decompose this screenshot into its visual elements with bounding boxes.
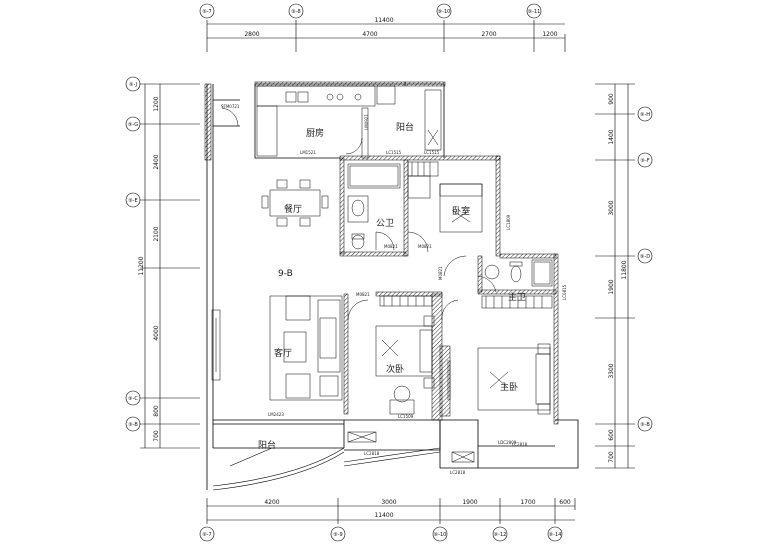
tag-ldc: LDC2809 [498, 440, 517, 445]
living-furniture [211, 295, 343, 401]
top-seg-3: 2700 [481, 31, 496, 38]
room-living: 客厅 [274, 347, 292, 359]
tag-m3: M0821 [438, 266, 443, 280]
top-axis-3: ⑨-10 [438, 9, 451, 15]
right-seg-2: 1400 [608, 129, 615, 144]
tag-lm1: LM1521 [300, 150, 316, 155]
top-axis-2: ⑨-8 [291, 9, 300, 15]
master-bath-fixtures [484, 259, 553, 287]
right-seg-1: 900 [608, 93, 615, 105]
bottom-axis-4: ⑨-12 [494, 532, 507, 538]
bottom-seg-2: 3000 [381, 499, 396, 506]
bottom-total-dim: 11400 [374, 512, 393, 519]
tag-m4: M0821 [356, 292, 370, 297]
tag-c1: LC1515 [386, 150, 402, 155]
tag-m1: M0821 [384, 244, 398, 249]
left-seg-5: 800 [153, 405, 160, 417]
left-axis-3: ⑨-E [128, 198, 137, 204]
bottom-seg-5: 600 [559, 499, 571, 506]
room-balcony: 阳台 [258, 439, 276, 451]
tag-m2: M0821 [418, 244, 432, 249]
master-bedroom-furniture [447, 295, 553, 415]
room-bedroom3: 卧室 [452, 205, 470, 217]
right-axis-4: ⑨-B [640, 422, 650, 428]
bottom-seg-3: 1900 [462, 499, 477, 506]
room-kitchen: 厨房 [306, 127, 324, 139]
right-total-dim: 11800 [621, 260, 628, 279]
right-axis-2: ⑨-F [640, 158, 649, 164]
tag-lm2: LM0921 [364, 114, 369, 130]
left-seg-3: 2100 [153, 226, 160, 241]
tag-lc: LC2818 [512, 442, 528, 447]
bedroom2-furniture [375, 295, 435, 415]
room-bedroom2: 次卧 [386, 363, 404, 375]
room-public-bath: 公卫 [376, 218, 394, 229]
right-seg-4: 1900 [608, 279, 615, 294]
bottom-dimension: 4200 3000 1900 1700 600 11400 ⑨-7 ⑨-9 ⑨-… [199, 498, 576, 542]
kitchen-fixtures [256, 85, 442, 159]
left-axis-4: ⑨-C [128, 396, 138, 402]
bottom-axis-3: ⑨-10 [434, 532, 447, 538]
walls [204, 81, 579, 491]
bottom-axis-2: ⑨-9 [333, 532, 342, 538]
top-seg-4: 1200 [542, 31, 557, 38]
tag-lm3: LM2423 [268, 412, 284, 417]
tag-c3: LC1809 [506, 214, 511, 230]
tag-tc2: LC2818 [450, 470, 466, 475]
left-axis-2: ⑨-G [128, 122, 138, 128]
tag-tc1: LC2818 [364, 451, 380, 456]
bedroom3-furniture [407, 161, 483, 233]
left-axis-5: ⑨-B [128, 422, 138, 428]
left-axis-1: ⑨-J [129, 82, 137, 88]
left-seg-2: 2400 [153, 154, 160, 169]
top-seg-2: 4700 [362, 31, 377, 38]
top-dimension: 11400 2800 4700 2700 1200 ⑨-7 ⑨-8 ⑨-10 ⑨… [199, 3, 566, 52]
tag-c5: LC1509 [398, 414, 414, 419]
room-master: 主卧 [500, 381, 518, 393]
bottom-axis-5: ⑨-14 [549, 532, 562, 538]
right-seg-6: 600 [608, 429, 615, 441]
room-labels: 厨房 阳台 餐厅 公卫 卧室 客厅 9-B 主卫 次卧 主卧 阳台 [258, 121, 526, 451]
top-axis-4: ⑨-11 [528, 9, 541, 15]
bottom-seg-4: 1700 [520, 499, 535, 506]
room-utility: 阳台 [396, 121, 414, 133]
room-unit: 9-B [278, 269, 293, 279]
openings [221, 107, 497, 467]
top-seg-1: 2800 [244, 31, 259, 38]
right-seg-3: 3000 [608, 200, 615, 215]
left-seg-6: 700 [153, 430, 160, 442]
dining-table [261, 179, 329, 227]
left-total-dim: 11200 [138, 256, 145, 275]
right-dimension: 11800 900 1400 3000 1900 3300 600 700 ⑨-… [595, 83, 653, 469]
tag-c4: LC0815 [562, 284, 567, 300]
tag-c2: LC1515 [424, 150, 440, 155]
bottom-seg-1: 4200 [264, 499, 279, 506]
left-seg-4: 4000 [153, 325, 160, 340]
right-seg-5: 3300 [608, 363, 615, 378]
right-axis-1: ⑨-H [640, 112, 650, 118]
left-seg-1: 1200 [153, 96, 160, 111]
opening-tags: SFM0721 LM1521 LM0921 LC1515 LC1515 M082… [221, 104, 567, 475]
left-dimension: 11200 1200 2400 2100 4000 800 700 ⑨-J ⑨-… [125, 76, 200, 449]
room-master-bath: 主卫 [508, 291, 526, 303]
top-total-dim: 11400 [374, 17, 393, 24]
room-dining: 餐厅 [284, 203, 302, 215]
bottom-axis-1: ⑨-7 [202, 532, 211, 538]
public-bath-fixtures [347, 163, 429, 253]
right-seg-7: 700 [608, 451, 615, 463]
top-axis-1: ⑨-7 [202, 9, 211, 15]
right-axis-3: ⑨-D [640, 254, 650, 260]
tag-sw1: SFM0721 [221, 104, 240, 109]
